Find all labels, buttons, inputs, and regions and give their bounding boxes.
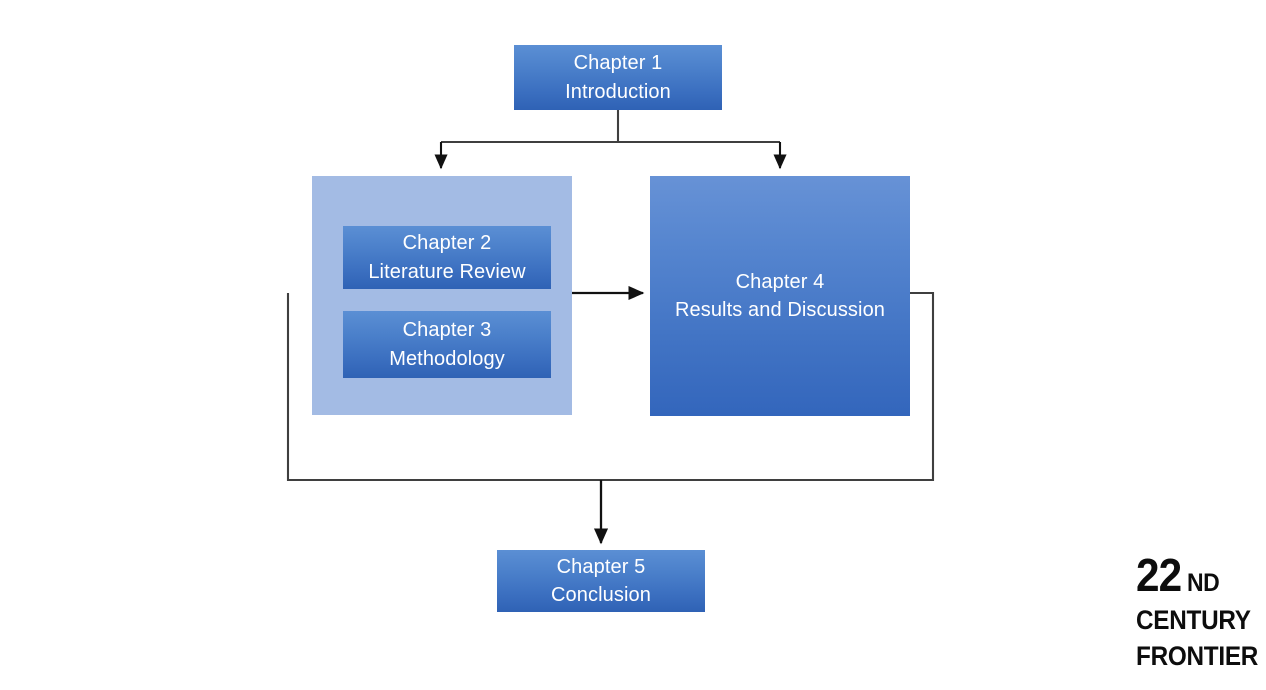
logo-line-2: CENTURY [1136,605,1251,635]
node-chapter-5[interactable]: Chapter 5 Conclusion [497,550,705,612]
node-chapter-2[interactable]: Chapter 2 Literature Review [343,226,551,289]
logo-line-3: FRONTIER [1136,641,1259,671]
chapter-2-3-group [312,176,572,415]
node-chapter-1[interactable]: Chapter 1 Introduction [514,45,722,110]
logo-line-1: 22 ND [1136,552,1256,598]
logo-ordinal: ND [1187,569,1220,597]
node-chapter-3[interactable]: Chapter 3 Methodology [343,311,551,378]
node-chapter-4[interactable]: Chapter 4 Results and Discussion [650,176,910,416]
brand-logo: 22 ND CENTURY FRONTIER [1136,552,1259,671]
logo-number: 22 [1136,549,1182,601]
connector-chapter1-split [434,110,787,170]
